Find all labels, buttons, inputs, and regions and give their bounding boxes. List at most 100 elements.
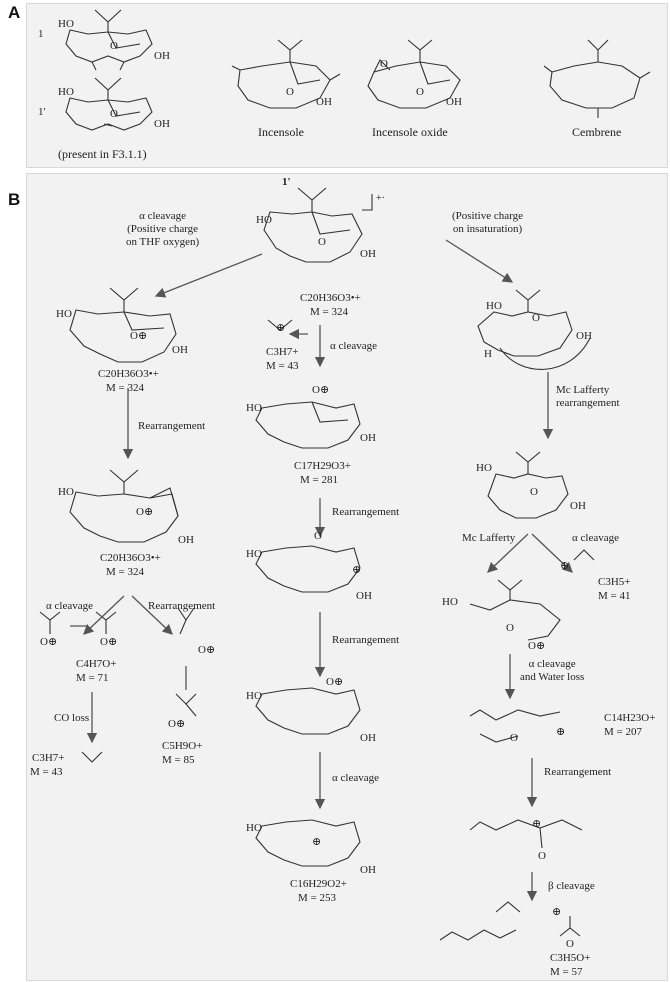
left-step-1: Rearrangement: [138, 420, 206, 432]
atom-ho-right-1: HO: [486, 300, 502, 312]
atom-ho-1p: HO: [58, 86, 74, 98]
atom-oh-right-1: OH: [576, 330, 592, 342]
atom-o-left-1: O⊕: [130, 330, 148, 342]
atom-o-incensole-oxide: O: [416, 86, 424, 98]
atom-ho-mid-3: HO: [246, 690, 262, 702]
parent-mass: M = 324: [310, 306, 348, 318]
plus-c14: ⊕: [556, 726, 566, 738]
arrow-left-to-acyl: [83, 595, 125, 635]
atom-oh-left-2: OH: [178, 534, 194, 546]
atom-ho-left-1: HO: [56, 308, 72, 320]
present-note: (present in F3.1.1): [58, 147, 147, 161]
left-rearrangement: Rearrangement: [148, 600, 216, 612]
mid-cation-structure-2: [255, 545, 361, 593]
atom-ho-right-2: HO: [476, 462, 492, 474]
mid-cation-structure-1: [255, 401, 361, 449]
c3h5o-plus: ⊕: [552, 906, 562, 918]
atom-o-incensole: O: [286, 86, 294, 98]
parent-1p-structure: [263, 187, 373, 263]
mid-step-1: Rearrangement: [332, 506, 400, 518]
atom-ho-parent: HO: [256, 214, 272, 226]
c14-structure: [469, 709, 561, 743]
mid-cation-structure-4: [255, 819, 361, 867]
c3h7-formula-left: C3H7+: [32, 752, 65, 764]
atom-o-c14: O: [510, 732, 518, 744]
atom-o-1: O: [110, 40, 118, 52]
left-branch-note: α cleavage (Positive charge on THF oxyge…: [126, 210, 200, 248]
right-mclafferty-rearr: Mc Lafferty rearrangement: [556, 384, 620, 409]
c5-oxonium-top: O⊕: [198, 644, 216, 656]
atom-o-right-3b: O⊕: [528, 640, 546, 652]
panel-b-label: B: [8, 190, 21, 209]
start-label: 1': [282, 176, 291, 188]
arrow-right-to-c3h5: [531, 533, 573, 573]
right-mclafferty: Mc Lafferty: [462, 532, 516, 544]
atom-oh-1: OH: [154, 50, 170, 62]
left-formula-2: C20H36O3•+: [100, 552, 161, 564]
mid-c3h7-plus: ⊕: [276, 322, 286, 334]
atom-ho-mid-2: HO: [246, 548, 262, 560]
right-rearrangement: Rearrangement: [544, 766, 612, 778]
atom-oh-mid-1: OH: [360, 432, 376, 444]
atom-o-right-1: O: [532, 312, 540, 324]
atom-oh-1p: OH: [154, 118, 170, 130]
incensole-oxide-structure: [367, 39, 461, 109]
arrow-right-to-oxonium: [487, 533, 529, 573]
atom-o-ketone: O: [538, 850, 546, 862]
c3h5-plus: ⊕: [560, 560, 570, 572]
mid-step-2: Rearrangement: [332, 634, 400, 646]
arrow-parent-to-left: [154, 253, 263, 298]
atom-ho-right-3: HO: [442, 596, 458, 608]
mid-c3h7-mass: M = 43: [266, 360, 299, 372]
mid-alpha-1: α cleavage: [330, 340, 377, 352]
left-mass-2: M = 324: [106, 566, 144, 578]
radical-cation-mark: +·: [376, 193, 385, 204]
mid-isopropyl-fragment: [267, 319, 293, 331]
rearranged-ketone-structure: [469, 819, 583, 849]
plus-mid-4: ⊕: [312, 836, 322, 848]
right-oxonium-structure: [469, 579, 561, 641]
right-alpha-water: α cleavage and Water loss: [520, 658, 585, 683]
mid-c3h7-formula: C3H7+: [266, 346, 299, 358]
atom-oh-left-1: OH: [172, 344, 188, 356]
c3h5o-formula: C3H5O+: [550, 952, 591, 964]
c4-mass: M = 71: [76, 672, 109, 684]
c14-formula: C14H23O+: [604, 712, 656, 724]
mid-formula-2: C16H29O2+: [290, 878, 347, 890]
final-alkene-structure: [439, 901, 581, 941]
left-mass-1: M = 324: [106, 382, 144, 394]
right-enol-structure: [487, 451, 569, 519]
cembrene-name: Cembrene: [572, 125, 622, 139]
c3h5-mass: M = 41: [598, 590, 631, 602]
compound-1p-structure: [65, 77, 153, 131]
left-alpha-cleavage: α cleavage: [46, 600, 93, 612]
c4-formula: C4H7O+: [76, 658, 117, 670]
beta-cleavage: β cleavage: [548, 880, 595, 892]
left-rearranged-structure: [69, 469, 179, 543]
co-loss: CO loss: [54, 712, 90, 724]
atom-h-right-1: H: [484, 348, 492, 360]
acylium-fragments: [39, 607, 197, 763]
atom-ho-mid-4: HO: [246, 822, 262, 834]
c3h5o-mass: M = 57: [550, 966, 583, 978]
acyl-plus-2: O⊕: [100, 636, 118, 648]
atom-o-mid-3: O⊕: [326, 676, 344, 688]
mid-formula-1: C17H29O3+: [294, 460, 351, 472]
atom-oh-right-2: OH: [570, 500, 586, 512]
atom-ho-mid-1: HO: [246, 402, 262, 414]
atom-o-mid-2: O: [314, 530, 322, 542]
plus-ketone: ⊕: [532, 818, 542, 830]
atom-o-right-2: O: [530, 486, 538, 498]
arrow-left-to-c5: [131, 595, 173, 635]
atom-oh-mid-4: OH: [360, 864, 376, 876]
atom-o-incensole-oxide-epoxide: O: [380, 58, 388, 70]
right-alpha: α cleavage: [572, 532, 619, 544]
incensole-structure: [231, 39, 341, 109]
right-branch-note: (Positive charge on insaturation): [452, 210, 523, 235]
c3h5-formula: C3H5+: [598, 576, 631, 588]
atom-o-1p: O: [110, 108, 118, 120]
arrow-parent-to-right: [445, 239, 514, 283]
parent-formula: C20H36O3•+: [300, 292, 361, 304]
atom-ho-1: HO: [58, 18, 74, 30]
